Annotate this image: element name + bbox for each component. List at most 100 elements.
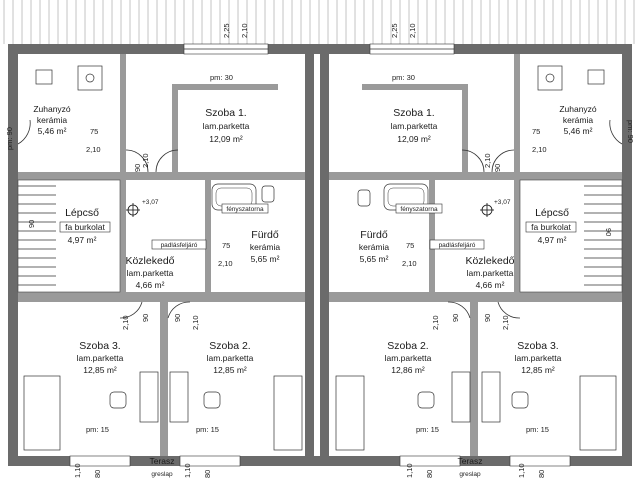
room-name: Szoba 1. (205, 107, 246, 119)
level-label: +3,07 (494, 199, 511, 206)
room-szoba1-left: Szoba 1. lam.parketta 12,09 m² (203, 107, 250, 144)
room-floor: fa burkolat (65, 222, 105, 232)
greslap-label: greslap (459, 471, 481, 478)
dim-label: 75 (222, 241, 230, 250)
room-area: 12,09 m² (397, 134, 431, 144)
stairs-right (519, 179, 623, 293)
terasz-label: Terasz (149, 456, 174, 466)
parapet-label: pm: 90 (5, 127, 14, 150)
room-name: Szoba 2. (209, 340, 250, 352)
dim-label: 90 (483, 314, 492, 322)
room-area: 4,97 m² (68, 235, 97, 245)
room-floor: lam.parketta (203, 121, 250, 131)
room-floor: lam.parketta (77, 353, 124, 363)
interior-walls-right (329, 54, 622, 456)
room-area: 12,85 m² (521, 365, 555, 375)
dim-label: 80 (93, 470, 102, 478)
interior-walls-left (18, 54, 305, 456)
room-floor: lam.parketta (391, 121, 438, 131)
room-szoba2-left: Szoba 2. lam.parketta 12,85 m² (207, 340, 254, 375)
room-name: Zuhanyzó (559, 104, 597, 114)
dim-label: 2,10 (408, 23, 417, 38)
room-name: Fürdő (251, 229, 279, 241)
roof-hatching (0, 0, 640, 44)
stairs-left (17, 179, 121, 293)
dim-label: 2,10 (86, 145, 101, 154)
padlasfeljaro-label: padlásfeljáró (161, 242, 198, 249)
room-area: 12,85 m² (213, 365, 247, 375)
room-area: 5,46 m² (38, 126, 67, 136)
door-arcs (17, 119, 623, 319)
room-floor: lam.parketta (207, 353, 254, 363)
level-marker-left: +3,07 (126, 199, 159, 217)
dim-label: 80 (425, 470, 434, 478)
room-area: 4,97 m² (538, 235, 567, 245)
room-name: Lépcső (65, 207, 99, 219)
room-zuhanyzo-right: Zuhanyzó kerámia 5,46 m² (559, 104, 597, 136)
room-floor: lam.parketta (467, 268, 514, 278)
dim-label: 2,10 (141, 153, 150, 168)
dim-label: 80 (537, 470, 546, 478)
room-name: Lépcső (535, 207, 569, 219)
dim-label: 2,10 (402, 259, 417, 268)
fenyszatorna-label: fényszatorna (226, 206, 264, 213)
annotations: fényszatorna fényszatorna padlásfeljáró … (149, 203, 485, 478)
parapet-label: pm: 90 (626, 120, 635, 143)
dim-label: 2,10 (191, 315, 200, 330)
dim-label: 2,10 (501, 315, 510, 330)
dim-label: 90 (451, 314, 460, 322)
room-name: Szoba 1. (393, 107, 434, 119)
room-area: 4,66 m² (136, 280, 165, 290)
room-floor: lam.parketta (385, 353, 432, 363)
room-area: 4,66 m² (476, 280, 505, 290)
room-area: 5,65 m² (360, 254, 389, 264)
parapet-label: pm: 30 (210, 73, 233, 82)
dim-label: 80 (203, 470, 212, 478)
parapet-label: pm: 15 (416, 425, 439, 434)
room-floor: lam.parketta (127, 268, 174, 278)
dim-label: 2,25 (222, 23, 231, 38)
dim-label: 1,10 (405, 463, 414, 478)
windows-bottom (69, 455, 571, 467)
dim-label: 90 (604, 228, 613, 236)
dim-label: 2,10 (218, 259, 233, 268)
parapet-label: pm: 15 (196, 425, 219, 434)
room-floor: kerámia (37, 115, 68, 125)
room-area: 12,86 m² (391, 365, 425, 375)
padlasfeljaro-label: padlásfeljáró (439, 242, 476, 249)
room-area: 5,65 m² (251, 254, 280, 264)
room-szoba3-left: Szoba 3. lam.parketta 12,85 m² (77, 340, 124, 375)
room-name: Szoba 3. (79, 340, 120, 352)
room-area: 5,46 m² (564, 126, 593, 136)
room-name: Szoba 3. (517, 340, 558, 352)
dim-label: 1,10 (517, 463, 526, 478)
room-szoba1-right: Szoba 1. lam.parketta 12,09 m² (391, 107, 438, 144)
room-szoba3-right: Szoba 3. lam.parketta 12,85 m² (515, 340, 562, 375)
dim-label: 2,10 (483, 153, 492, 168)
room-zuhanyzo-left: Zuhanyzó kerámia 5,46 m² (33, 104, 71, 136)
dim-label: 2,10 (532, 145, 547, 154)
dim-label: 75 (532, 127, 540, 136)
dim-label: 90 (141, 314, 150, 322)
windows-top (183, 43, 455, 55)
greslap-label: greslap (151, 471, 173, 478)
dim-label: 1,10 (183, 463, 192, 478)
outer-walls (8, 44, 632, 466)
room-name: Közlekedő (125, 255, 174, 267)
dim-label: 90 (27, 220, 36, 228)
room-area: 12,85 m² (83, 365, 117, 375)
room-name: Zuhanyzó (33, 104, 71, 114)
room-name: Közlekedő (465, 255, 514, 267)
room-kozlekedo-right: Közlekedő lam.parketta 4,66 m² (465, 255, 514, 290)
room-floor: kerámia (250, 242, 281, 252)
room-furdo-left: Fürdő kerámia 5,65 m² (250, 229, 281, 264)
dim-label: 90 (173, 314, 182, 322)
dim-label: 75 (90, 127, 98, 136)
room-floor: kerámia (359, 242, 390, 252)
dim-label: 2,10 (240, 23, 249, 38)
parapet-labels: pm: 30 pm: 30 pm: 15 pm: 15 pm: 15 pm: 1… (5, 73, 635, 434)
room-floor: kerámia (563, 115, 594, 125)
dim-label: 2,10 (121, 315, 130, 330)
room-lepcso-right: Lépcső fa burkolat 4,97 m² (525, 207, 577, 245)
room-furdo-right: Fürdő kerámia 5,65 m² (359, 229, 390, 264)
